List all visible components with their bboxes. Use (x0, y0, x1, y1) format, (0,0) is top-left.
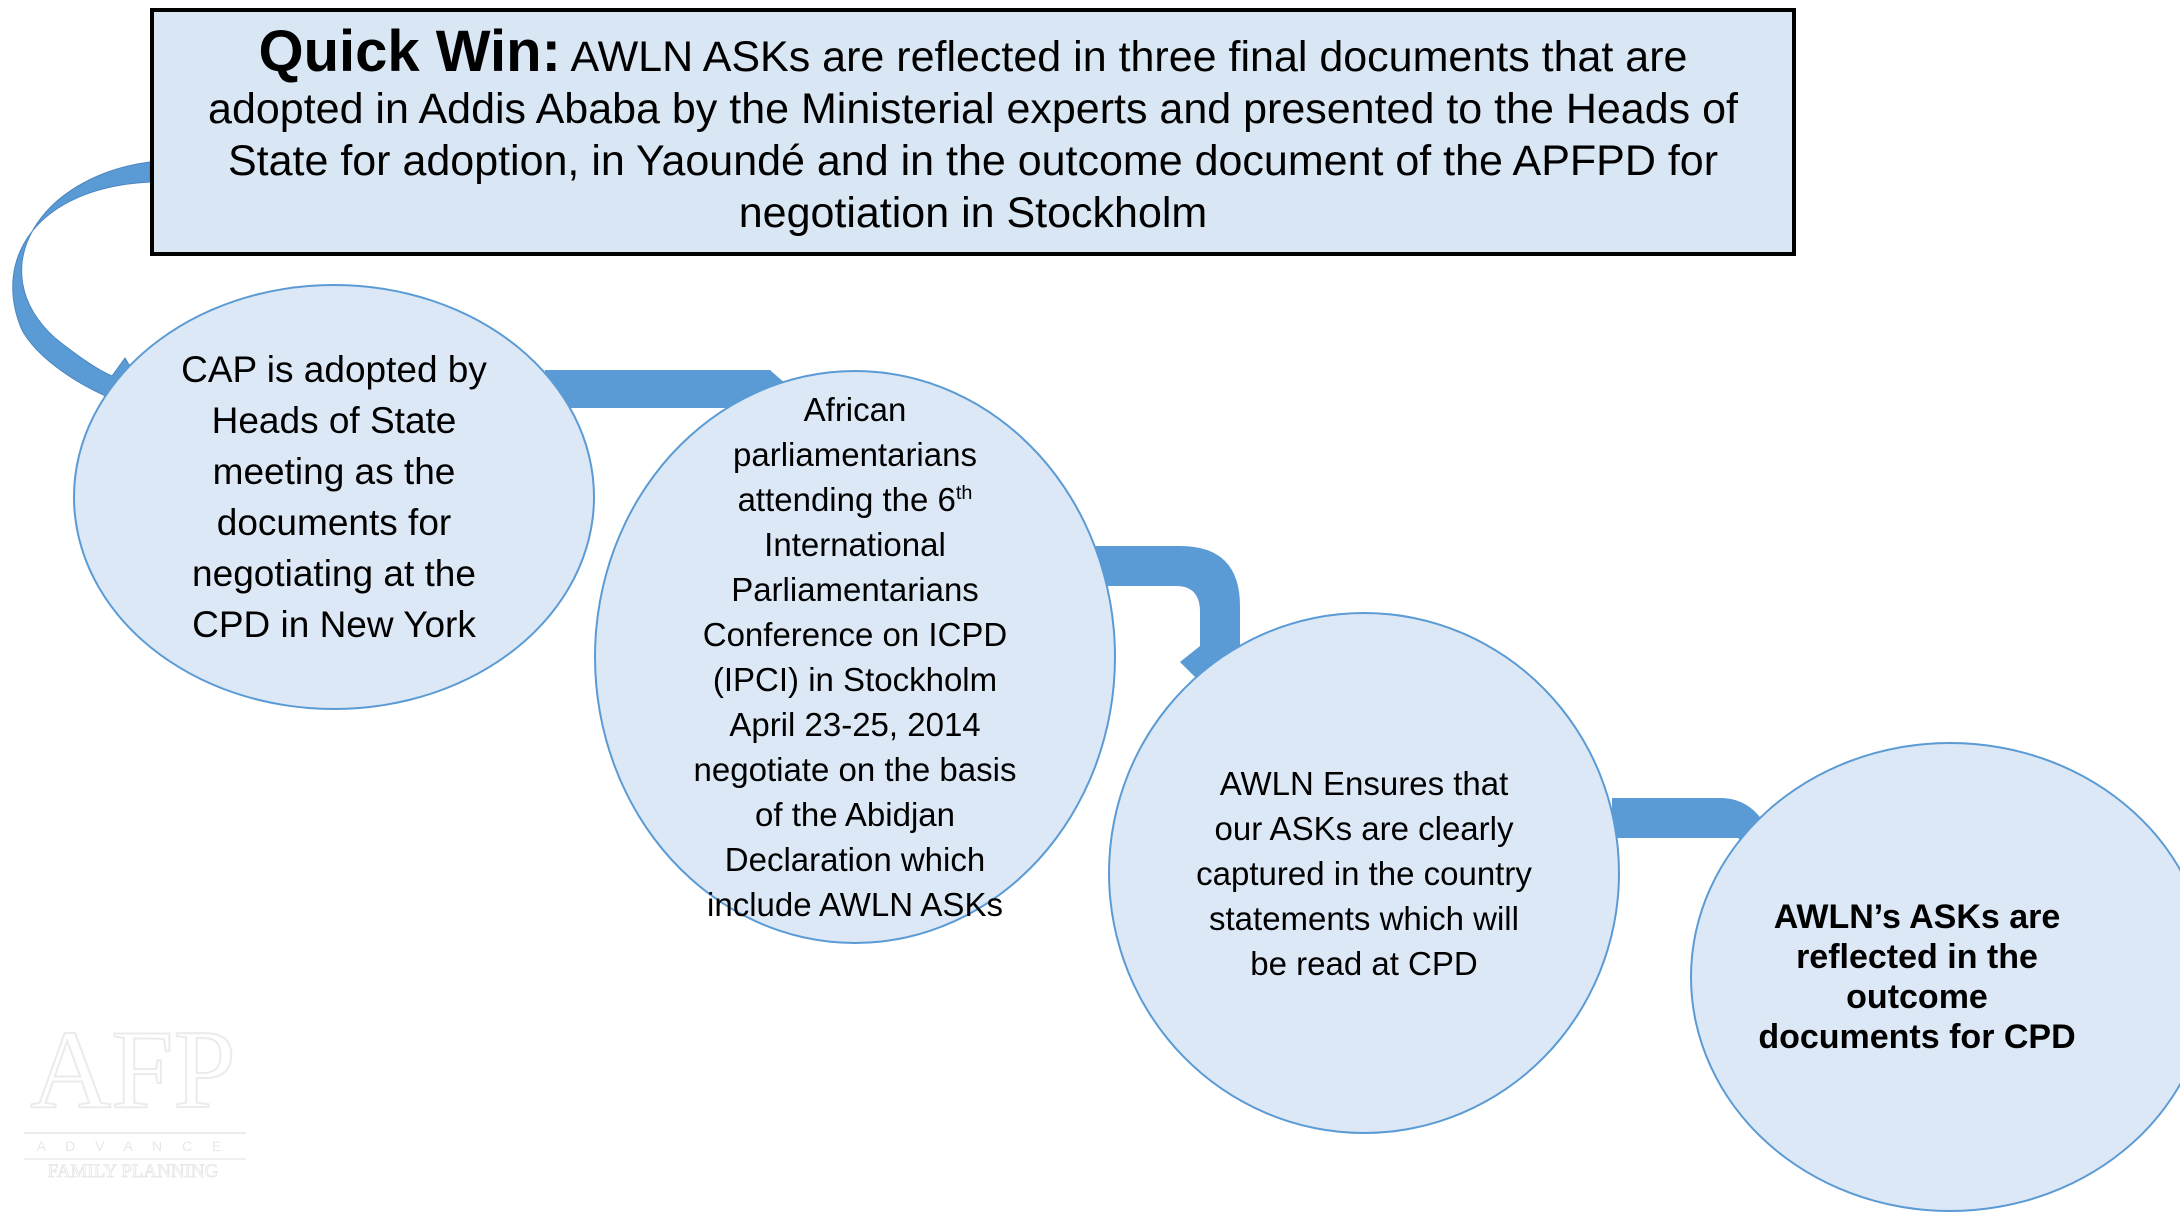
quick-win-label: Quick Win: (258, 18, 561, 84)
step-node-1: CAP is adopted by Heads of State meeting… (73, 284, 595, 710)
step-node-4: AWLN’s ASKs are reflected in the outcome… (1690, 742, 2180, 1212)
step-2-superscript: th (955, 482, 973, 504)
quick-win-description: AWLN ASKs are reflected in three final d… (208, 32, 1738, 237)
step-2-text-before: African parliamentarians attending the 6 (733, 391, 977, 518)
step-node-3: AWLN Ensures that our ASKs are clearly c… (1108, 612, 1620, 1134)
step-2-text: African parliamentarians attending the 6… (690, 387, 1020, 927)
logo-mark: AFP (30, 1015, 235, 1132)
step-node-2: African parliamentarians attending the 6… (594, 370, 1116, 944)
quick-win-box: Quick Win: AWLN ASKs are reflected in th… (150, 8, 1796, 256)
afp-logo: AFP A D V A N C E FAMILY PLANNING (24, 1015, 246, 1183)
connector-arrow-3 (1612, 798, 1768, 852)
logo-line-2: FAMILY PLANNING (48, 1161, 219, 1182)
connector-arrow-1 (545, 370, 795, 408)
connector-arrow-2 (1096, 546, 1258, 692)
step-4-text: AWLN’s ASKs are reflected in the outcome… (1758, 898, 2076, 1056)
quick-win-text: Quick Win: AWLN ASKs are reflected in th… (176, 22, 1770, 239)
logo-line-1: A D V A N C E (37, 1138, 230, 1154)
step-3-text: AWLN Ensures that our ASKs are clearly c… (1196, 764, 1532, 982)
step-1-text: CAP is adopted by Heads of State meeting… (181, 349, 487, 645)
step-2-text-after: International Parliamentarians Conferenc… (693, 526, 1017, 923)
